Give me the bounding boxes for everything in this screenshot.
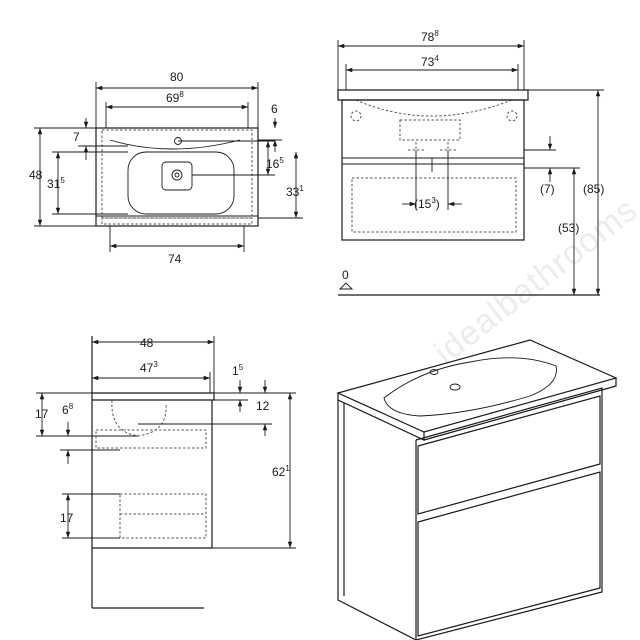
dim-label-floor: 0 xyxy=(342,268,349,282)
dim-label-drawer-depth: 17 xyxy=(60,511,74,525)
perspective-view xyxy=(336,339,618,640)
dim-label-trap-offset: (153) xyxy=(414,196,440,211)
dim-label-total-width: 80 xyxy=(170,70,184,84)
dim-label-rim: 15 xyxy=(232,363,244,378)
dim-label-waste: 68 xyxy=(62,402,74,417)
dim-label-front-height: (85) xyxy=(583,182,604,196)
iso-countertop xyxy=(336,339,618,433)
dim-label-basin-depth: 315 xyxy=(47,176,65,191)
side-countertop xyxy=(92,392,215,401)
dim-label-tap-hole: 165 xyxy=(266,156,284,171)
iso-cabinet-left xyxy=(337,400,417,640)
front-cabinet xyxy=(341,99,525,241)
dim-label-basin-depth-side: 17 xyxy=(35,407,49,421)
iso-drawer-bottom xyxy=(417,471,601,637)
front-countertop xyxy=(337,89,529,101)
dim-label-top-drop: 12 xyxy=(256,399,270,413)
dim-label-cabinet-height: 621 xyxy=(272,464,290,479)
iso-drawer-top xyxy=(417,395,601,515)
top-view-basin xyxy=(127,151,235,215)
dim-label-drawer-gap: (7) xyxy=(540,182,555,196)
side-view: 48 473 15 12 621 17 68 17 xyxy=(35,336,296,609)
top-view-outline xyxy=(95,127,259,227)
dim-label-left-offset: 7 xyxy=(73,130,80,144)
dim-label-total-depth: 48 xyxy=(29,168,43,182)
dim-label-front-width: 788 xyxy=(421,29,439,44)
front-view: 0 788 734 (85) (53) (7) (153) xyxy=(337,29,604,296)
dim-label-basin-width: 698 xyxy=(166,90,184,105)
dim-label-right-depth: 331 xyxy=(286,184,304,199)
dim-label-bottom-width: 74 xyxy=(168,252,182,266)
drain-area xyxy=(161,161,193,191)
watermark-text: idealbathrooms.com xyxy=(427,143,640,373)
dim-label-side-depth: 48 xyxy=(140,336,154,350)
dim-label-right-offset: 6 xyxy=(271,102,278,116)
iso-basin xyxy=(383,357,557,417)
dim-label-drawer-height: (53) xyxy=(558,221,579,235)
dim-label-side-inner: 473 xyxy=(140,360,158,375)
top-view: 80 698 6 7 48 315 165 331 xyxy=(29,70,304,266)
dim-label-front-inner: 734 xyxy=(421,54,439,69)
